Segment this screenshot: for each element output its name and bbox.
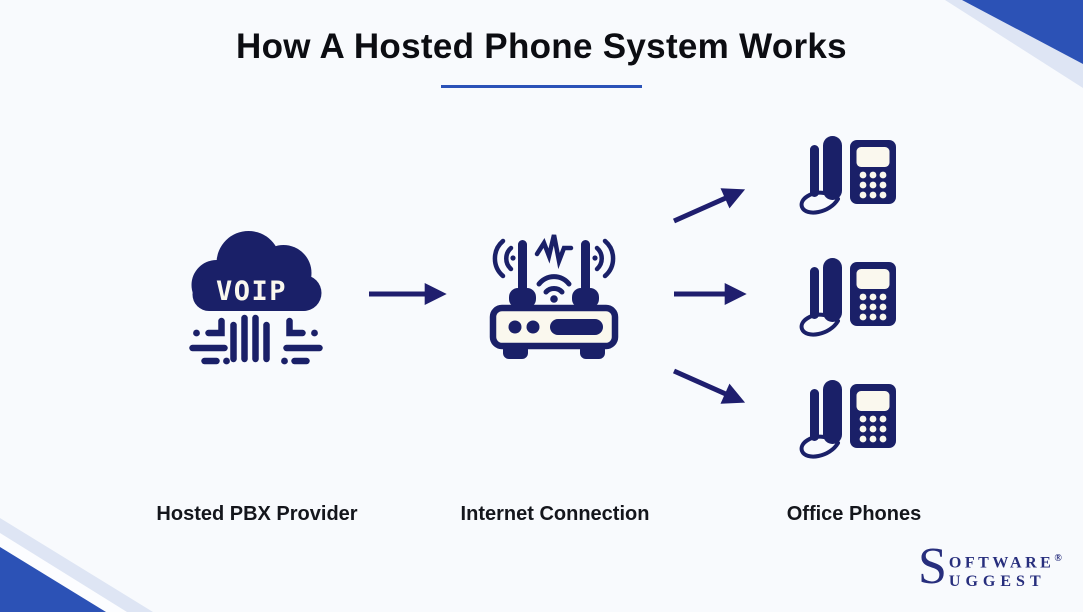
desk-phone-icon-2 bbox=[799, 258, 896, 337]
label-office-phones: Office Phones bbox=[786, 503, 922, 525]
logo-line-top: OFTWARE® bbox=[948, 553, 1062, 572]
logo-wordmark: OFTWARE® UGGEST bbox=[949, 545, 1062, 591]
registered-trademark-symbol: ® bbox=[1054, 553, 1062, 564]
arrow-router-to-phone-1 bbox=[672, 188, 746, 224]
page-title: How A Hosted Phone System Works bbox=[236, 27, 847, 66]
label-internet-connection: Internet Connection bbox=[460, 503, 650, 525]
circuit-lines bbox=[189, 314, 323, 365]
pulse-line bbox=[534, 234, 574, 270]
corner-bottom-left-triangle bbox=[0, 547, 106, 612]
voip-cloud-label: VOIP bbox=[216, 276, 287, 307]
desk-phone-icon-1 bbox=[799, 136, 896, 215]
circuit-dots bbox=[193, 329, 318, 365]
logo-line-bottom: UGGEST bbox=[948, 573, 1046, 591]
arrow-router-to-phone-3 bbox=[672, 368, 746, 404]
label-hosted-pbx-provider: Hosted PBX Provider bbox=[156, 503, 358, 525]
voip-cloud-icon: VOIP bbox=[189, 231, 323, 365]
desk-phone-icon-3 bbox=[799, 380, 896, 459]
corner-top-right-triangle bbox=[962, 0, 1083, 64]
logo-initial: S bbox=[918, 538, 947, 595]
title-underline bbox=[441, 85, 642, 88]
antenna-signal-arcs bbox=[492, 234, 616, 279]
softwaresuggest-logo: S OFTWARE® UGGEST bbox=[918, 538, 1062, 595]
wifi-router-icon bbox=[489, 234, 619, 359]
wifi-arcs bbox=[536, 274, 572, 295]
